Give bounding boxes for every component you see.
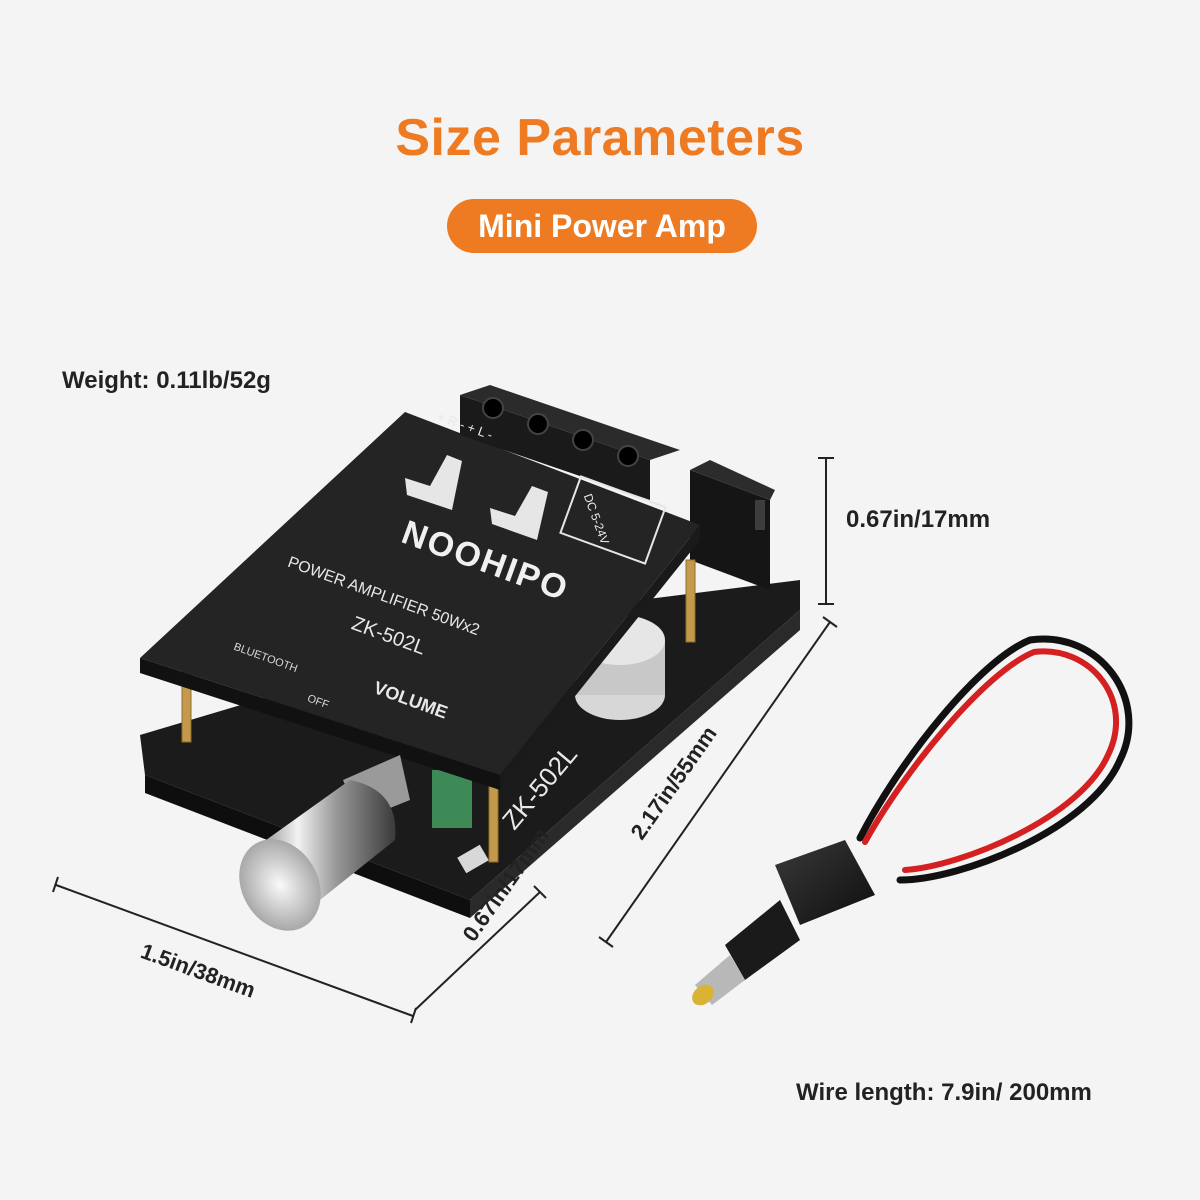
wire-length-spec: Wire length: 7.9in/ 200mm [796,1079,1092,1106]
dc-plug [692,840,875,1006]
page-title: Size Parameters [395,109,805,167]
bluetooth-module [432,770,472,828]
volume-knob[interactable] [223,755,410,946]
speaker-terminal-block [460,385,680,500]
width-dimension-line [52,876,417,1024]
depth-dimension-line [414,885,547,1011]
height-dimension-line [818,457,834,605]
dc-rating-box [559,475,667,565]
dc-jack-block [690,460,775,590]
weight-spec: Weight: 0.11lb/52g [62,367,271,394]
subtitle-badge: Mini Power Amp [447,199,757,253]
length-dimension-line [598,616,838,948]
top-pcb [140,412,700,790]
speaker-icon [405,455,548,540]
height-spec: 0.67in/17mm [846,506,991,533]
dc-power-cable [856,635,1133,884]
